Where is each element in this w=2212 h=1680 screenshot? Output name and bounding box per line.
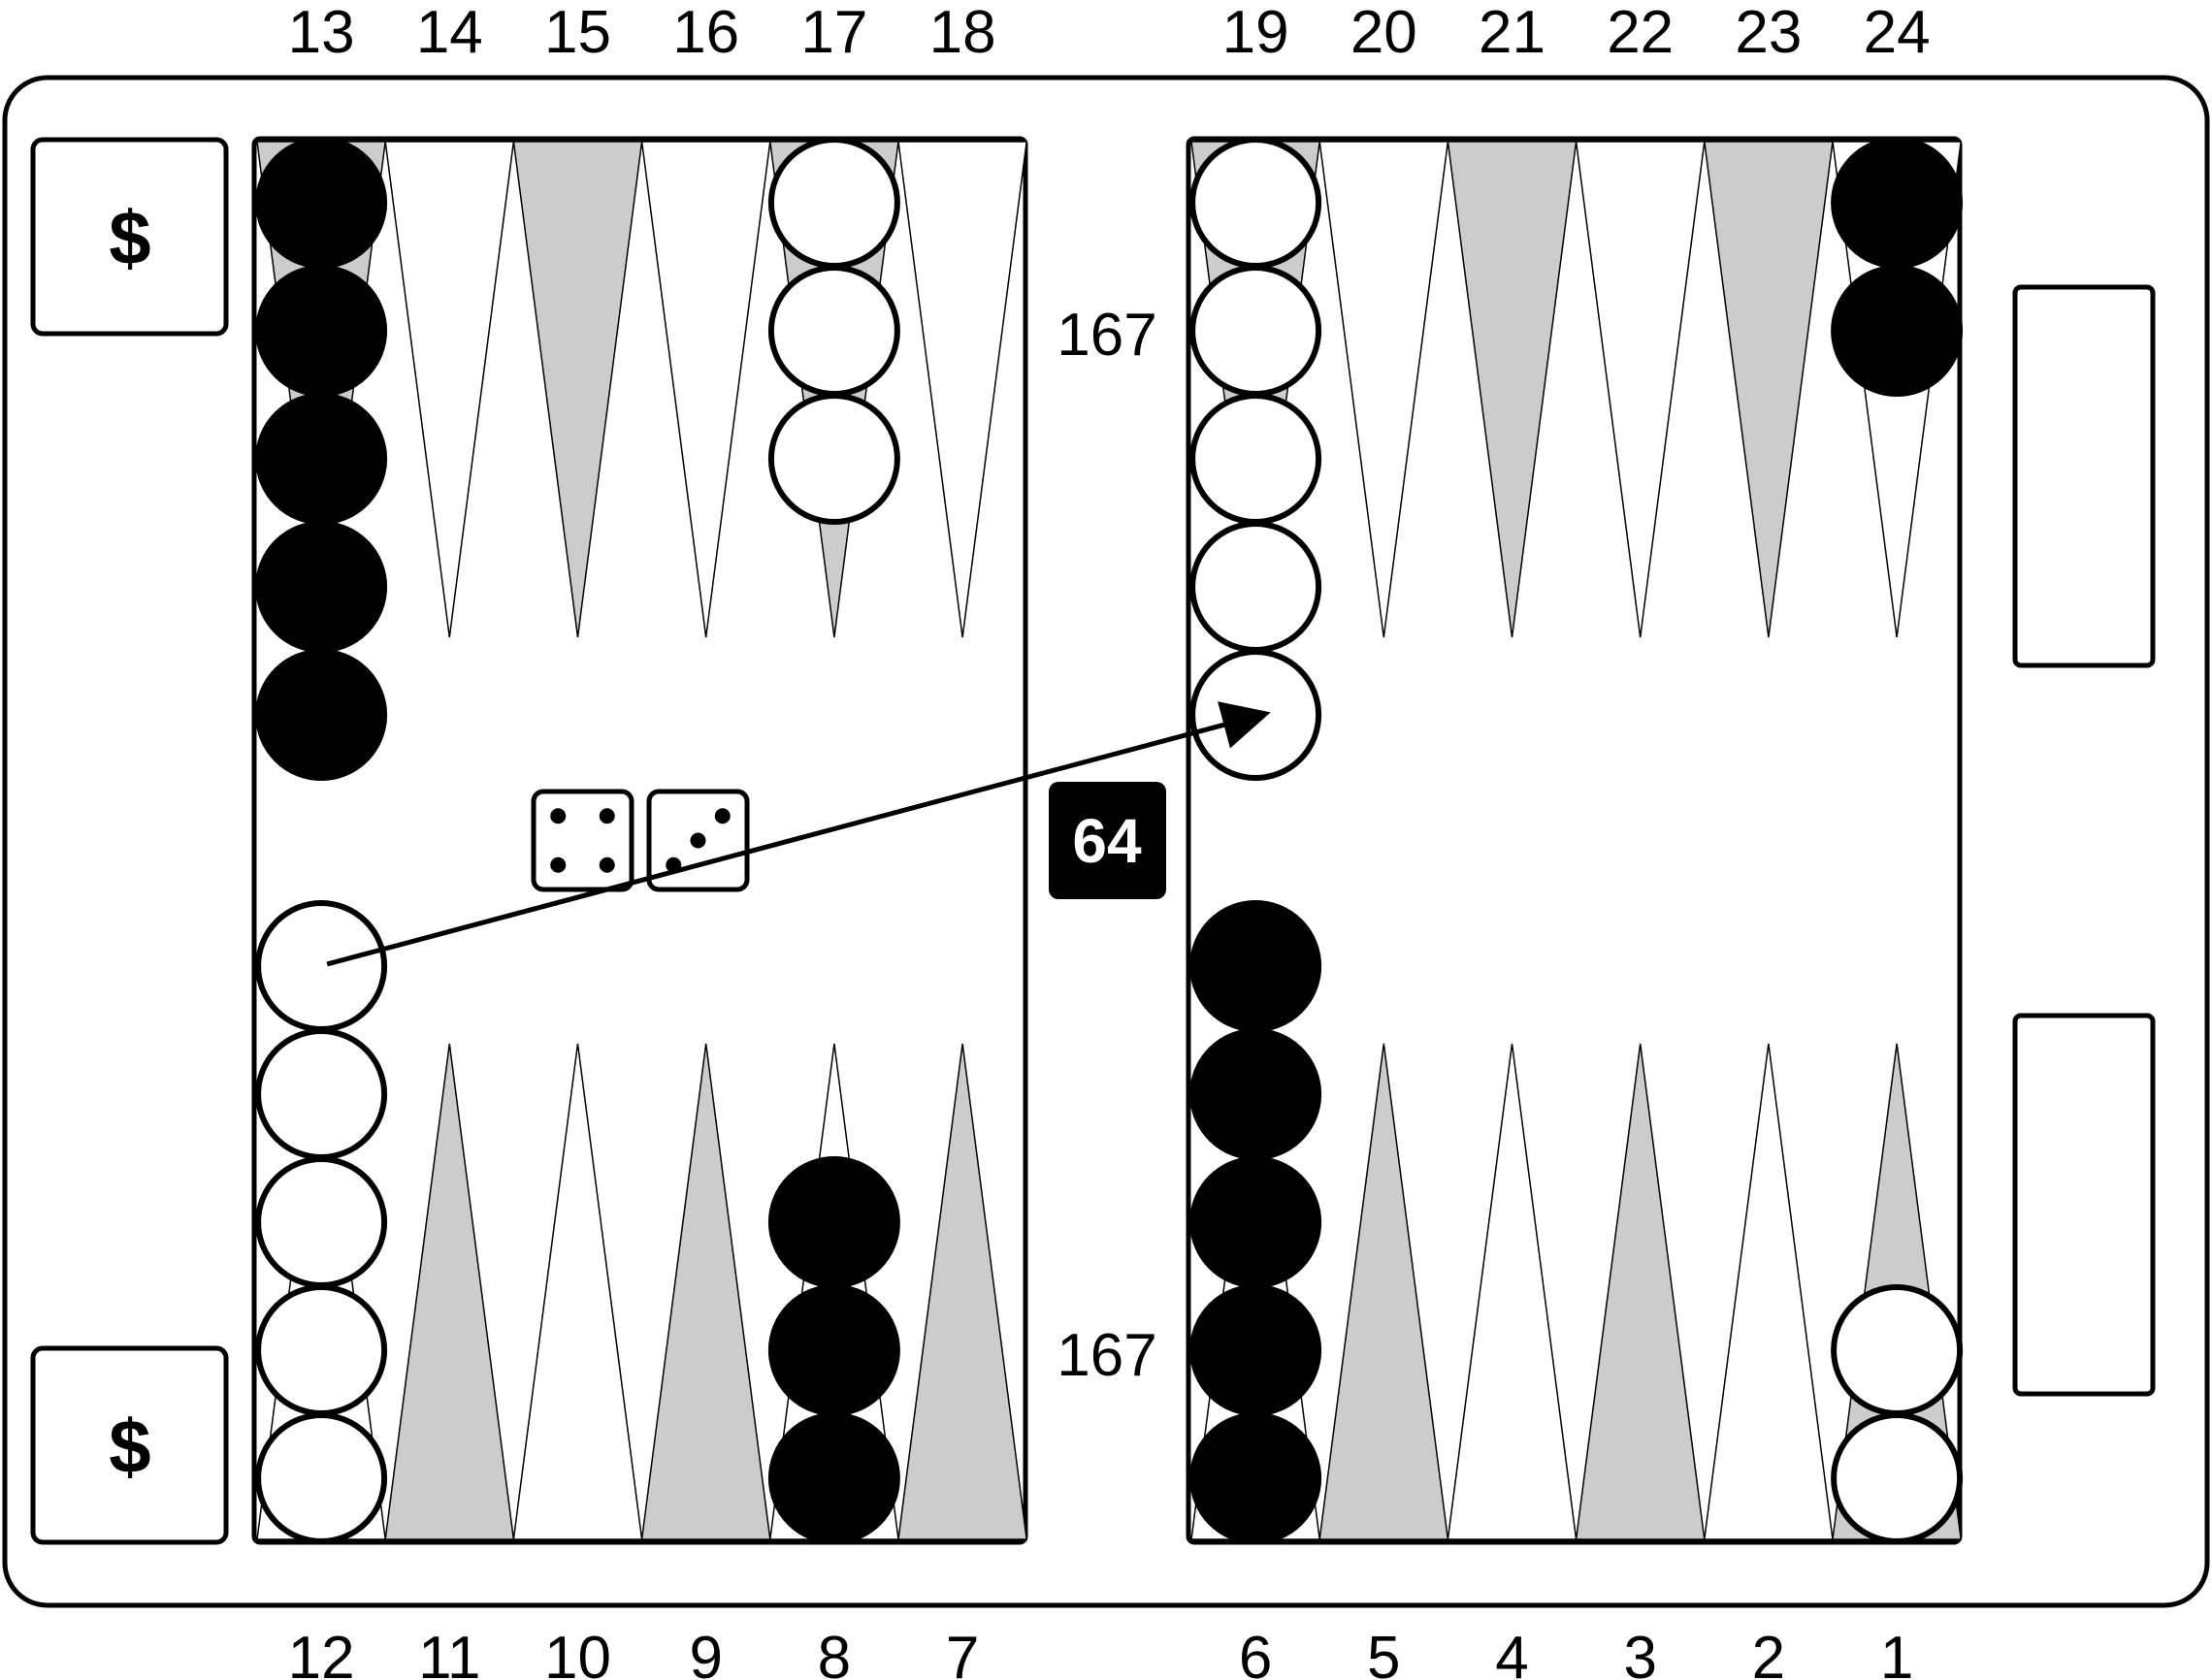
point-label-1: 1	[1880, 1625, 1913, 1680]
white-checker[interactable]	[1189, 521, 1322, 653]
point-23[interactable]	[1703, 141, 1834, 638]
bearoff-tray-top[interactable]	[2012, 284, 2156, 668]
white-checker[interactable]	[1831, 1284, 1964, 1416]
point-label-4: 4	[1495, 1625, 1528, 1680]
point-label-12: 12	[288, 1625, 355, 1680]
black-checker[interactable]	[1189, 1156, 1322, 1288]
point-label-7: 7	[946, 1625, 979, 1680]
white-checker[interactable]	[255, 1156, 388, 1288]
black-checker[interactable]	[255, 137, 388, 269]
point-label-20: 20	[1350, 0, 1417, 66]
point-5[interactable]	[1318, 1043, 1449, 1540]
point-label-16: 16	[672, 0, 739, 66]
point-3[interactable]	[1575, 1043, 1706, 1540]
black-checker[interactable]	[255, 393, 388, 525]
point-label-2: 2	[1752, 1625, 1785, 1680]
point-label-24: 24	[1864, 0, 1931, 66]
point-label-9: 9	[689, 1625, 722, 1680]
point-14[interactable]	[384, 141, 515, 638]
die-pip	[714, 808, 731, 824]
white-checker[interactable]	[767, 137, 900, 269]
point-label-8: 8	[818, 1625, 851, 1680]
white-checker[interactable]	[255, 900, 388, 1032]
point-2[interactable]	[1703, 1043, 1834, 1540]
point-label-23: 23	[1735, 0, 1802, 66]
black-checker[interactable]	[1189, 1412, 1322, 1544]
money-box-top[interactable]	[30, 137, 229, 337]
black-checker[interactable]	[1831, 265, 1964, 397]
point-label-15: 15	[544, 0, 611, 66]
die-pip	[550, 808, 567, 824]
doubling-cube-value: 64	[1072, 806, 1142, 876]
pip-count-bottom: 167	[1057, 1322, 1156, 1389]
point-label-21: 21	[1479, 0, 1545, 66]
point-18[interactable]	[897, 141, 1028, 638]
point-label-10: 10	[544, 1625, 611, 1680]
black-checker[interactable]	[767, 1412, 900, 1544]
point-label-22: 22	[1607, 0, 1674, 66]
point-9[interactable]	[640, 1043, 771, 1540]
point-4[interactable]	[1447, 1043, 1578, 1540]
die-1	[531, 789, 634, 892]
bearoff-tray-bottom[interactable]	[2012, 1013, 2156, 1397]
point-21[interactable]	[1447, 141, 1578, 638]
black-checker[interactable]	[1831, 137, 1964, 269]
white-checker[interactable]	[1189, 393, 1322, 525]
point-label-11: 11	[418, 1625, 480, 1680]
pip-count-top: 167	[1057, 302, 1156, 369]
black-checker[interactable]	[1189, 1028, 1322, 1160]
point-label-5: 5	[1367, 1625, 1400, 1680]
point-10[interactable]	[512, 1043, 643, 1540]
point-16[interactable]	[640, 141, 771, 638]
point-label-18: 18	[929, 0, 996, 66]
black-checker[interactable]	[255, 521, 388, 653]
point-label-13: 13	[288, 0, 355, 66]
point-label-3: 3	[1623, 1625, 1656, 1680]
money-symbol-bottom: $	[109, 1404, 150, 1489]
black-checker[interactable]	[255, 265, 388, 397]
black-checker[interactable]	[767, 1284, 900, 1416]
money-box-bottom[interactable]	[30, 1345, 229, 1545]
point-label-17: 17	[800, 0, 867, 66]
point-label-6: 6	[1239, 1625, 1272, 1680]
point-11[interactable]	[384, 1043, 515, 1540]
point-15[interactable]	[512, 141, 643, 638]
white-checker[interactable]	[255, 1412, 388, 1544]
black-checker[interactable]	[255, 649, 388, 781]
white-checker[interactable]	[1189, 137, 1322, 269]
point-7[interactable]	[897, 1043, 1028, 1540]
point-22[interactable]	[1575, 141, 1706, 638]
black-checker[interactable]	[1189, 900, 1322, 1032]
point-label-19: 19	[1222, 0, 1289, 66]
black-checker[interactable]	[1189, 1284, 1322, 1416]
white-checker[interactable]	[1189, 265, 1322, 397]
die-pip	[599, 856, 615, 873]
move-arrow	[326, 701, 1271, 967]
white-checker[interactable]	[1831, 1412, 1964, 1544]
white-checker[interactable]	[767, 265, 900, 397]
die-pip	[599, 808, 615, 824]
white-checker[interactable]	[767, 393, 900, 525]
white-checker[interactable]	[255, 1028, 388, 1160]
white-checker[interactable]	[255, 1284, 388, 1416]
point-label-14: 14	[416, 0, 483, 66]
die-pip	[550, 856, 567, 873]
money-symbol-top: $	[109, 195, 150, 280]
black-checker[interactable]	[767, 1156, 900, 1288]
doubling-cube[interactable]	[1049, 782, 1166, 899]
point-20[interactable]	[1318, 141, 1449, 638]
die-pip	[690, 832, 706, 849]
